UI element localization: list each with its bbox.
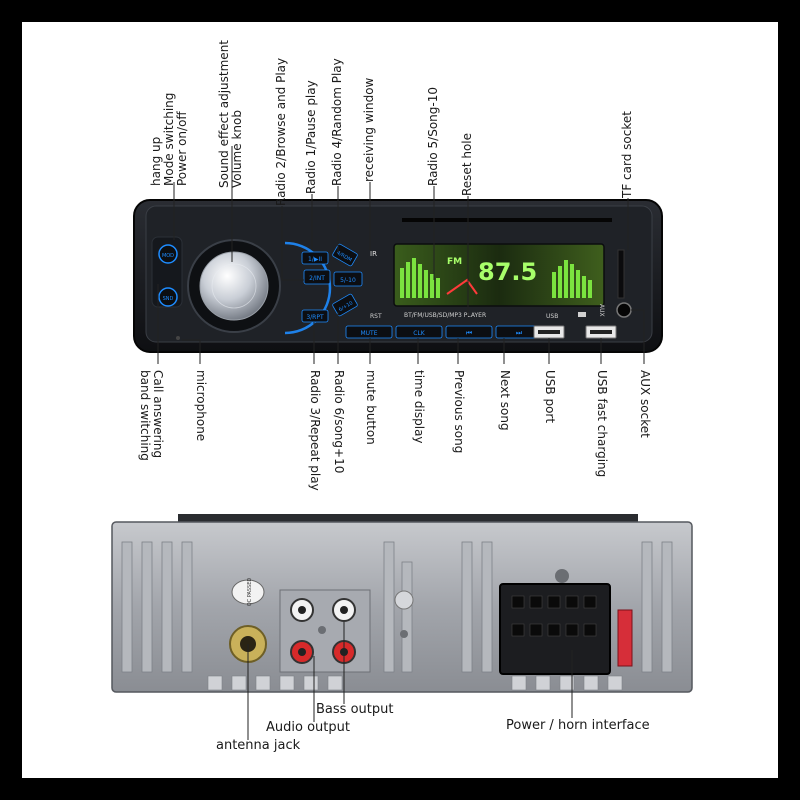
svg-text:3/RPT: 3/RPT (306, 314, 324, 321)
qc-sticker (231, 579, 265, 605)
label-usb-port: USB port (543, 370, 557, 424)
microphone-hole (176, 336, 180, 340)
connector-pins (511, 595, 597, 637)
display-band: FM (447, 257, 462, 267)
product-panel: MOD SND 1/▶II 2/INT 3/RPT 4/RDM 5/-10 6/… (22, 22, 778, 778)
button-2 (303, 269, 331, 285)
display-frequency: 87.5 (478, 258, 537, 286)
screw (400, 630, 408, 638)
button-3 (301, 309, 329, 323)
player-label: BT/FM/USB/SD/MP3 PLAYER (404, 312, 486, 319)
label-next-song: Next song (498, 370, 512, 431)
screw (394, 590, 414, 610)
lcd-display (393, 243, 605, 307)
label-microphone: microphone (194, 370, 208, 442)
spectrum-left (400, 258, 440, 298)
snd-button (158, 287, 178, 307)
label-previous-song: Previous song (452, 370, 466, 454)
label-audio-output: Audio output (266, 720, 350, 735)
svg-text:2/INT: 2/INT (309, 275, 325, 282)
label-time-display: time display (412, 370, 426, 444)
rear-leader-lines (247, 622, 573, 740)
rear-ribs (121, 541, 673, 673)
snd-label: SND (163, 296, 174, 302)
button-4 (332, 243, 358, 267)
button-6 (332, 293, 358, 317)
front-leader-lines-bottom (157, 284, 645, 364)
spectrum-right (552, 260, 592, 298)
mute-button (345, 325, 393, 339)
button-5 (333, 271, 363, 287)
volume-knob (199, 251, 269, 321)
svg-text:1/▶II: 1/▶II (308, 256, 322, 263)
svg-text:⏮: ⏮ (466, 329, 472, 337)
label-radio6-song: Radio 6/song+10 (332, 370, 346, 474)
rear-bottom-teeth (207, 675, 623, 691)
rst-label: RST (370, 313, 382, 320)
label-power-horn-interface: Power / horn interface (506, 718, 650, 733)
front-panel-device: MOD SND 1/▶II 2/INT 3/RPT 4/RDM 5/-10 6/… (133, 146, 663, 364)
clk-button (395, 325, 443, 339)
screw (555, 569, 569, 583)
button-1 (301, 251, 329, 265)
prev-button (445, 325, 493, 339)
usb-label: USB (546, 313, 558, 320)
label-aux-socket: AUX socket (638, 370, 652, 438)
svg-text:⏭: ⏭ (516, 329, 523, 337)
front-leader-lines (173, 146, 629, 316)
cd-slot (402, 218, 612, 222)
label-bass-output: Bass output (316, 702, 394, 717)
label-usb-fast-charging: USB fast charging (595, 370, 609, 478)
qc-sticker-text: QC PASSED (247, 578, 253, 607)
fuse (617, 609, 633, 667)
label-antenna-jack: antenna jack (216, 738, 301, 753)
svg-text:CLK: CLK (413, 330, 426, 337)
label-call-band: Call answering band switching (138, 370, 165, 461)
knob-blue-ring (284, 241, 332, 335)
rear-panel-device: QC PASSED (111, 514, 693, 740)
tf-card-slot (617, 249, 625, 299)
svg-text:5/-10: 5/-10 (340, 277, 356, 284)
label-radio3-repeat: Radio 3/Repeat play (308, 370, 322, 491)
label-mute-button: mute button (364, 370, 378, 445)
ir-window: IR (370, 250, 377, 258)
mod-button (158, 244, 178, 264)
mod-label: MOD (162, 253, 174, 259)
svg-text:MUTE: MUTE (360, 330, 377, 337)
aux-label: AUX (598, 304, 605, 317)
